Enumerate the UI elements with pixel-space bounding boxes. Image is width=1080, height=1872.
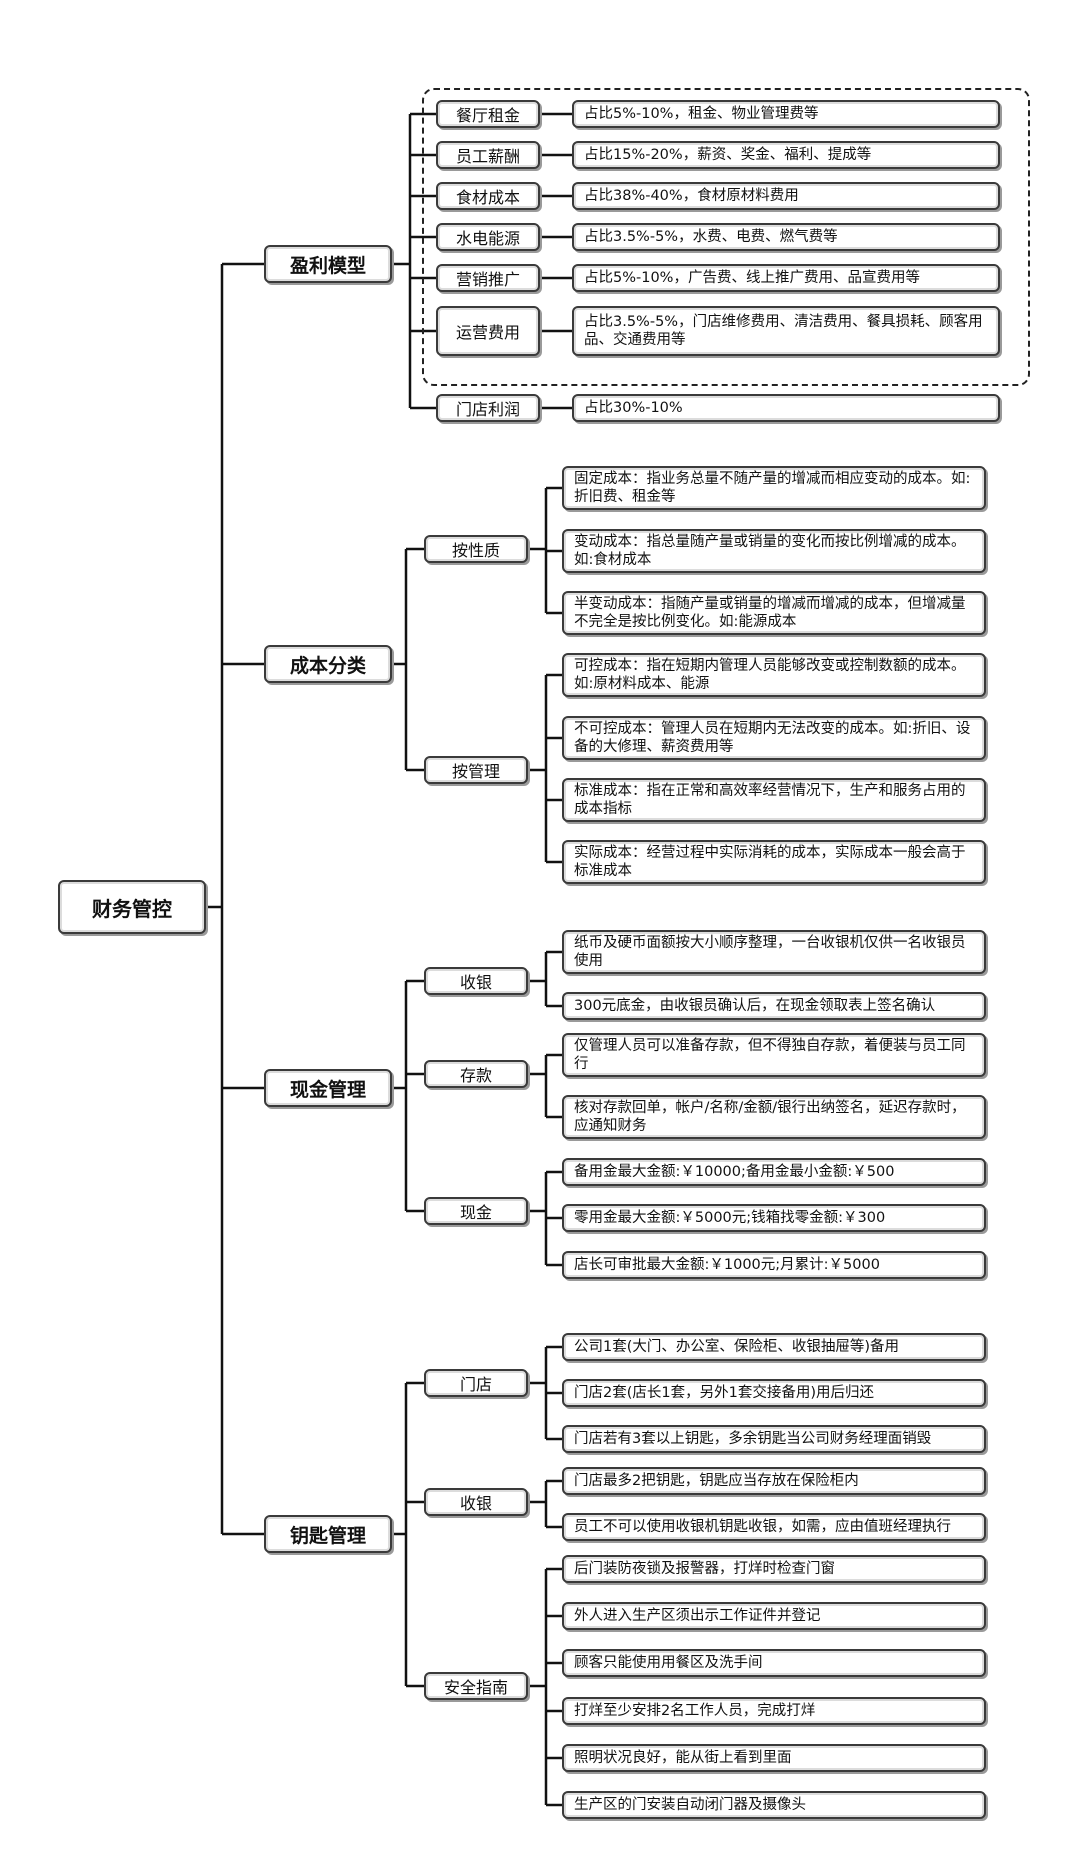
- key-safety-item: 生产区的门安装自动闭门器及摄像头: [562, 1791, 986, 1819]
- profit-item-desc: 占比38%-40%，食材原材料费用: [572, 182, 1000, 210]
- key-register-item: 员工不可以使用收银机钥匙收银，如需，应由值班经理执行: [562, 1513, 986, 1541]
- profit-item-desc: 占比5%-10%，租金、物业管理费等: [572, 100, 1000, 128]
- cash-deposit-item: 核对存款回单，帐户/名称/金额/银行出纳签名，延迟存款时，应通知财务: [562, 1095, 986, 1139]
- branch-profit-model: 盈利模型: [264, 245, 392, 283]
- profit-item-desc: 占比15%-20%，薪资、奖金、福利、提成等: [572, 141, 1000, 169]
- cost-management-item: 标准成本：指在正常和高效率经营情况下，生产和服务占用的成本指标: [562, 778, 986, 822]
- cash-register-item: 300元底金，由收银员确认后，在现金领取表上签名确认: [562, 992, 986, 1020]
- key-group-safety: 安全指南: [424, 1672, 528, 1700]
- cost-group-by-nature: 按性质: [424, 535, 528, 563]
- key-group-store: 门店: [424, 1369, 528, 1397]
- profit-item-label: 水电能源: [436, 223, 540, 251]
- cost-management-item: 不可控成本：管理人员在短期内无法改变的成本。如:折旧、设备的大修理、薪资费用等: [562, 716, 986, 760]
- cash-group-cash: 现金: [424, 1197, 528, 1225]
- key-store-item: 门店2套(店长1套，另外1套交接备用)用后归还: [562, 1379, 986, 1407]
- cost-management-item: 实际成本：经营过程中实际消耗的成本，实际成本一般会高于标准成本: [562, 840, 986, 884]
- cost-nature-item: 固定成本：指业务总量不随产量的增减而相应变动的成本。如:折旧费、租金等: [562, 466, 986, 510]
- cash-cash-item: 店长可审批最大金额:￥1000元;月累计:￥5000: [562, 1251, 986, 1279]
- branch-cash-management: 现金管理: [264, 1069, 392, 1107]
- root-node: 财务管控: [58, 880, 206, 934]
- cost-group-dashed-frame: [422, 88, 1030, 386]
- cost-group-by-management: 按管理: [424, 756, 528, 784]
- cost-nature-item: 变动成本：指总量随产量或销量的变化而按比例增减的成本。如:食材成本: [562, 529, 986, 573]
- key-safety-item: 打烊至少安排2名工作人员，完成打烊: [562, 1697, 986, 1725]
- cost-nature-item: 半变动成本：指随产量或销量的增减而增减的成本，但增减量不完全是按比例变化。如:能…: [562, 591, 986, 635]
- profit-item-desc: 占比30%-10%: [572, 394, 1000, 422]
- key-safety-item: 外人进入生产区须出示工作证件并登记: [562, 1602, 986, 1630]
- cost-management-item: 可控成本：指在短期内管理人员能够改变或控制数额的成本。如:原材料成本、能源: [562, 653, 986, 697]
- profit-item-label: 餐厅租金: [436, 100, 540, 128]
- profit-item-desc: 占比3.5%-5%，门店维修费用、清洁费用、餐具损耗、顾客用品、交通费用等: [572, 306, 1000, 356]
- key-safety-item: 后门装防夜锁及报警器，打烊时检查门窗: [562, 1555, 986, 1583]
- key-safety-item: 顾客只能使用用餐区及洗手间: [562, 1649, 986, 1677]
- profit-item-label: 营销推广: [436, 264, 540, 292]
- key-group-register: 收银: [424, 1488, 528, 1516]
- profit-item-label: 门店利润: [436, 394, 540, 422]
- profit-item-label: 食材成本: [436, 182, 540, 210]
- cash-cash-item: 备用金最大金额:￥10000;备用金最小金额:￥500: [562, 1158, 986, 1186]
- profit-item-label: 运营费用: [436, 306, 540, 356]
- cash-cash-item: 零用金最大金额:￥5000元;钱箱找零金额:￥300: [562, 1204, 986, 1232]
- profit-item-desc: 占比5%-10%，广告费、线上推广费用、品宣费用等: [572, 264, 1000, 292]
- key-safety-item: 照明状况良好，能从街上看到里面: [562, 1744, 986, 1772]
- cash-register-item: 纸币及硬币面额按大小顺序整理，一台收银机仅供一名收银员使用: [562, 930, 986, 974]
- branch-cost-classification: 成本分类: [264, 645, 392, 683]
- cash-group-deposit: 存款: [424, 1060, 528, 1088]
- branch-key-management: 钥匙管理: [264, 1515, 392, 1553]
- key-store-item: 门店若有3套以上钥匙，多余钥匙当公司财务经理面销毁: [562, 1425, 986, 1453]
- cash-deposit-item: 仅管理人员可以准备存款，但不得独自存款，着便装与员工同行: [562, 1033, 986, 1077]
- key-store-item: 公司1套(大门、办公室、保险柜、收银抽屉等)备用: [562, 1333, 986, 1361]
- profit-item-desc: 占比3.5%-5%，水费、电费、燃气费等: [572, 223, 1000, 251]
- key-register-item: 门店最多2把钥匙，钥匙应当存放在保险柜内: [562, 1467, 986, 1495]
- cash-group-register: 收银: [424, 967, 528, 995]
- profit-item-label: 员工薪酬: [436, 141, 540, 169]
